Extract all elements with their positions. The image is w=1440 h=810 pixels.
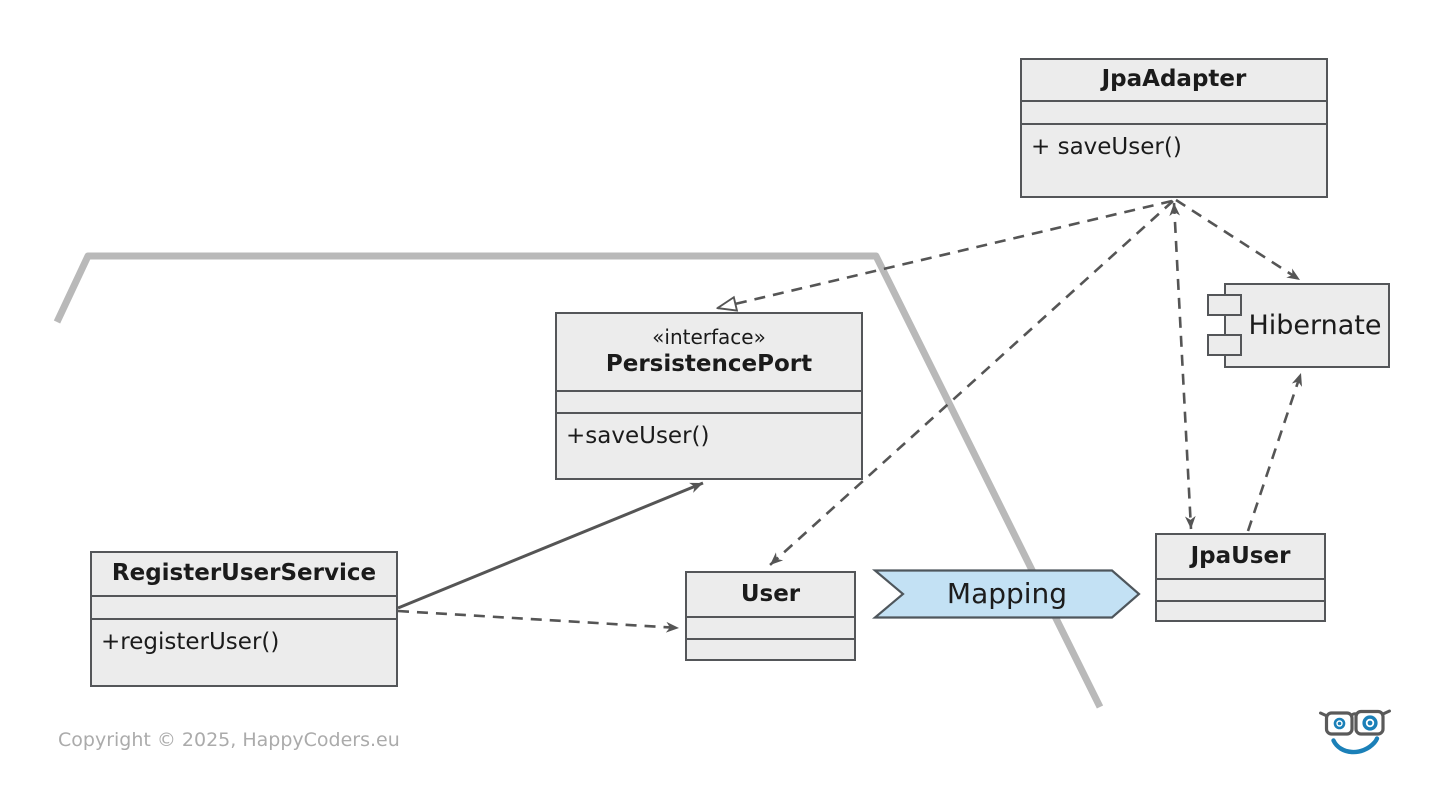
logo-eye-left-pupil: [1337, 721, 1342, 726]
jpauser-attributes-section: [1157, 580, 1324, 602]
user-name: User: [740, 580, 801, 607]
persistenceport-stereotype: «interface»: [652, 325, 766, 350]
jpaadapter-attributes-section: [1022, 102, 1326, 125]
copyright-text: Copyright © 2025, HappyCoders.eu: [58, 729, 400, 751]
interface-persistenceport: «interface» PersistencePort +saveUser(): [555, 312, 863, 480]
hexagon-boundary-line: [53, 252, 1104, 709]
mapping-label: Mapping: [947, 577, 1067, 610]
component-tab-icon: [1207, 294, 1242, 316]
dependency-jpaadapter-hibernate: [1175, 198, 1301, 282]
mapping-chevron-shape: [871, 569, 1141, 619]
registeruserservice-attributes-section: [92, 597, 396, 620]
jpauser-name: JpaUser: [1190, 542, 1291, 569]
hibernate-name: Hibernate: [1248, 310, 1382, 341]
registeruserservice-name: RegisterUserService: [111, 560, 377, 587]
logo-temple-right: [1381, 709, 1391, 716]
component-hibernate: Hibernate: [1224, 283, 1390, 368]
logo-eye-right-pupil: [1367, 720, 1373, 726]
persistenceport-name: PersistencePort: [605, 351, 813, 378]
class-jpauser: JpaUser: [1155, 533, 1326, 622]
association-registeruserservice-persistenceport: [397, 481, 704, 610]
component-tab-icon: [1207, 334, 1242, 356]
logo-smile: [1331, 736, 1380, 755]
realization-jpaadapter-persistenceport: [718, 199, 1173, 308]
class-user: User: [685, 571, 856, 661]
persistenceport-method: +saveUser(): [566, 423, 710, 449]
happycoders-logo: [1319, 709, 1391, 755]
jpaadapter-name: JpaAdapter: [1101, 66, 1247, 93]
dependency-jpaadapter-user: [769, 200, 1174, 566]
user-attributes-section: [687, 618, 854, 640]
class-registeruserservice: RegisterUserService +registerUser(): [90, 551, 398, 687]
dependency-registeruserservice-user: [397, 609, 680, 633]
jpauser-methods-section: [1157, 602, 1324, 620]
user-methods-section: [687, 640, 854, 659]
jpaadapter-method: + saveUser(): [1031, 134, 1182, 160]
registeruserservice-method: +registerUser(): [101, 629, 280, 655]
dependency-jpauser-hibernate: [1246, 372, 1303, 532]
dependency-jpaadapter-jpauser: [1169, 202, 1196, 530]
persistenceport-attributes-section: [557, 392, 861, 414]
logo-bridge: [1350, 712, 1359, 717]
class-jpaadapter: JpaAdapter + saveUser(): [1020, 58, 1328, 198]
